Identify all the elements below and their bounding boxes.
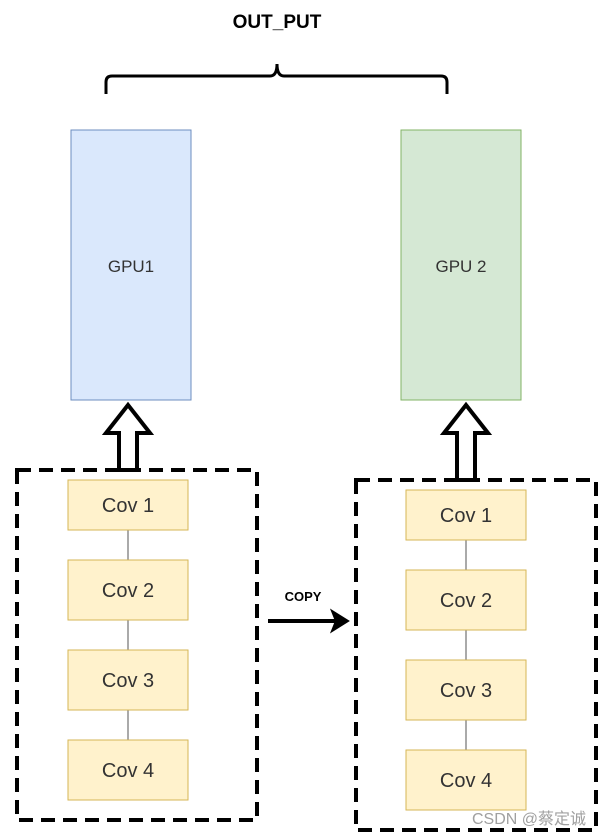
left-layer-2: Cov 2 <box>67 559 189 621</box>
left-layer-3: Cov 3 <box>67 649 189 711</box>
left-layer-1: Cov 1 <box>67 479 189 531</box>
output-title: OUT_PUT <box>233 12 322 33</box>
left-layer-2-label: Cov 2 <box>102 580 154 602</box>
copy-arrow <box>268 608 350 634</box>
left-layer-1-label: Cov 1 <box>102 495 154 517</box>
gpu2-label: GPU 2 <box>435 257 486 276</box>
right-layer-2-label: Cov 2 <box>440 590 492 612</box>
right-layer-3-label: Cov 3 <box>440 680 492 702</box>
left-model-container <box>15 468 259 822</box>
copy-label: COPY <box>285 589 322 604</box>
left-layer-3-label: Cov 3 <box>102 670 154 692</box>
right-layer-1: Cov 1 <box>405 489 527 541</box>
up-arrow-left <box>101 401 155 472</box>
right-layer-1-label: Cov 1 <box>440 505 492 527</box>
left-layer-4-label: Cov 4 <box>102 760 154 782</box>
output-brace <box>104 63 449 94</box>
right-layer-4-label: Cov 4 <box>440 770 492 792</box>
right-model-container <box>354 478 598 832</box>
up-arrow-right <box>439 401 493 482</box>
left-layer-4: Cov 4 <box>67 739 189 801</box>
right-layer-3: Cov 3 <box>405 659 527 721</box>
gpu2-block: GPU 2 <box>400 129 522 401</box>
right-layer-4: Cov 4 <box>405 749 527 811</box>
right-layer-2: Cov 2 <box>405 569 527 631</box>
watermark: CSDN @蔡定诚 <box>472 810 586 828</box>
gpu1-block: GPU1 <box>70 129 192 401</box>
gpu1-label: GPU1 <box>108 257 154 276</box>
